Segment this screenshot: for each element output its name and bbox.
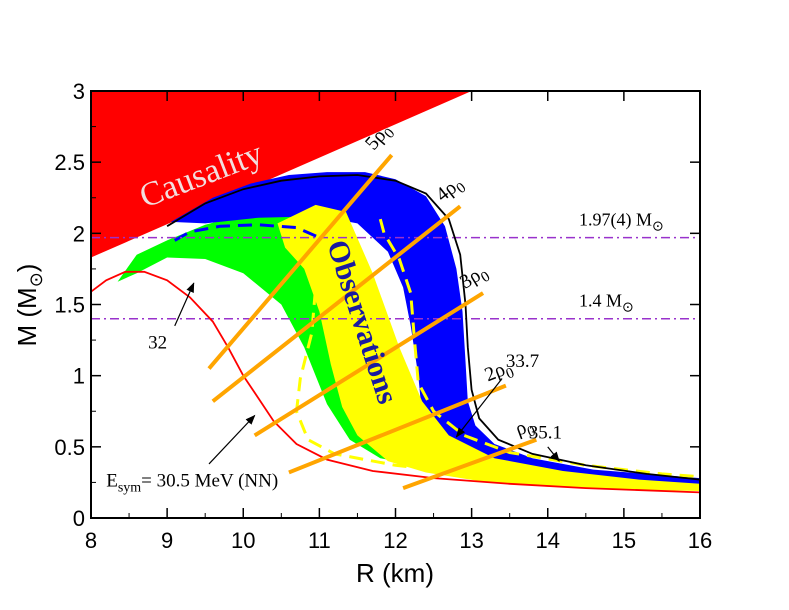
reference-labels: 1.97(4) M⊙1.4 M⊙: [579, 210, 664, 316]
annotation-label-3: Esym= 30.5 MeV (NN): [106, 471, 278, 496]
reference-label-1: 1.4 M⊙: [579, 291, 634, 316]
x-tick-label: 8: [85, 528, 97, 553]
axis-ticks: 8 9 10 11 12 13 14 15 16 0 0.5 1 1.5 2 2.5 3: [54, 79, 712, 553]
observations-band: [277, 204, 700, 491]
annotation-label-2: 35.1: [529, 422, 562, 443]
y-axis-label-sub: ⊙: [26, 272, 46, 287]
y-axis-label: M (M⊙): [12, 264, 46, 347]
density-line-4: [402, 437, 538, 490]
x-tick-label: 10: [231, 528, 255, 553]
reference-label-sub-1: ⊙: [622, 301, 634, 316]
black-curve: [166, 174, 700, 481]
x-tick-label: 16: [688, 528, 712, 553]
x-tick-label: 11: [308, 528, 331, 553]
y-tick-label: 1.5: [54, 293, 85, 318]
annotation-arrows: [174, 282, 560, 465]
x-tick-label: 12: [383, 528, 407, 553]
reference-label-main-0: 1.97(4) M: [579, 210, 652, 231]
red-curve: [91, 270, 700, 494]
annotation-arrow-3: [208, 414, 256, 465]
x-tick-label: 14: [536, 528, 560, 553]
x-tick-label: 15: [612, 528, 636, 553]
reference-label-main-1: 1.4 M: [579, 291, 622, 311]
yellow-dashed-left-curve: [294, 247, 700, 489]
density-line-0: [207, 153, 394, 370]
density-line-1: [211, 204, 462, 403]
y-tick-label: 2: [73, 221, 85, 246]
y-tick-label: 2.5: [54, 150, 85, 175]
density-lines: [207, 153, 538, 490]
green-band: [117, 212, 700, 489]
eos-curves: [91, 174, 700, 494]
x-tick-label: 13: [459, 528, 483, 553]
blue-dashed-curve: [173, 223, 321, 242]
y-tick-label: 0: [73, 506, 85, 531]
density-line-3: [288, 383, 507, 475]
y-tick-label: 0.5: [54, 435, 85, 460]
y-axis-label-main: M (M: [12, 287, 42, 346]
plot-regions: [91, 91, 700, 494]
annotation-arrow-1: [455, 378, 503, 438]
density-label-main-2: 3ρ: [456, 264, 485, 293]
density-label-main-3: 2ρ: [482, 358, 509, 386]
reference-label-0: 1.97(4) M⊙: [579, 210, 664, 235]
annotation-label-1: 33.7: [506, 351, 539, 372]
y-tick-label: 3: [73, 79, 85, 104]
y-axis-label-tail: ): [12, 264, 42, 273]
density-label-1: 4ρ0: [432, 172, 470, 209]
y-tick-label: 1: [73, 364, 85, 389]
density-line-2: [253, 291, 485, 438]
blue-band: [170, 172, 700, 486]
annotation-arrow-2: [547, 446, 560, 462]
annotation-arrow-0: [174, 282, 195, 327]
reference-lines: [91, 236, 700, 320]
reference-label-sub-0: ⊙: [652, 220, 664, 235]
x-tick-label: 9: [161, 528, 173, 553]
x-axis-label: R (km): [356, 558, 434, 588]
annotation-label-0: 32: [148, 333, 167, 354]
